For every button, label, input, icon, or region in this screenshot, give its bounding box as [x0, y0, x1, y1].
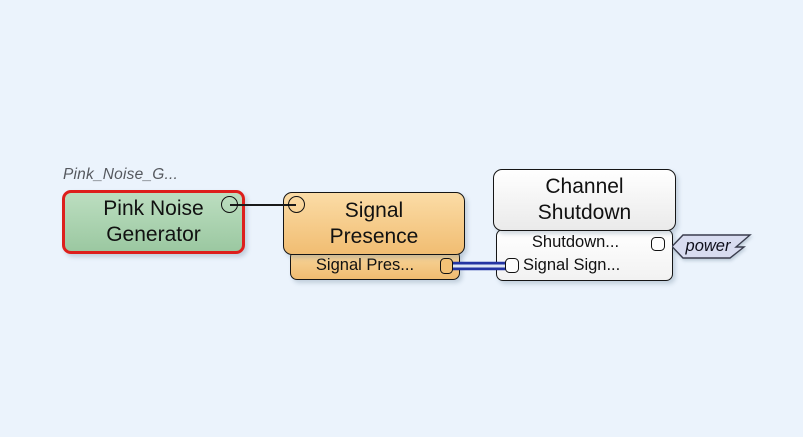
block-title-line: Channel [545, 175, 624, 198]
port-row-label: Signal Sign... [523, 256, 621, 274]
channel-shutdown-row1-port[interactable] [651, 237, 665, 251]
port-row-signal-sign[interactable]: Signal Sign... [497, 254, 672, 277]
channel-shutdown-row2-port[interactable] [505, 258, 519, 273]
block-title-line: Generator [106, 223, 201, 246]
block-title-line: Presence [329, 224, 419, 248]
pink-noise-output-port[interactable] [221, 196, 238, 213]
power-interface-tag[interactable]: power [672, 234, 754, 259]
port-row-label: Shutdown... [531, 233, 620, 251]
signal-presence-output-row[interactable]: Signal Pres... [290, 250, 460, 280]
block-channel-shutdown[interactable]: Channel Shutdown [493, 169, 676, 231]
signal-presence-input-port[interactable] [288, 196, 305, 213]
power-tag-label: power [685, 237, 731, 255]
power-tag-flag-icon [672, 234, 752, 259]
signal-presence-output-port[interactable] [440, 258, 453, 274]
port-row-shutdown[interactable]: Shutdown... [497, 231, 672, 254]
channel-shutdown-port-rows[interactable]: Shutdown... Signal Sign... [496, 229, 673, 281]
block-title-line: Pink Noise [103, 197, 204, 220]
block-signal-presence[interactable]: Signal Presence [283, 192, 465, 255]
block-title-line: Shutdown [537, 201, 632, 224]
block-annotation-label[interactable]: Pink_Noise_G... [63, 166, 178, 183]
block-pink-noise-generator[interactable]: Pink Noise Generator [62, 190, 245, 254]
output-port-label: Signal Pres... [315, 256, 415, 274]
block-title-line: Signal [344, 198, 404, 222]
